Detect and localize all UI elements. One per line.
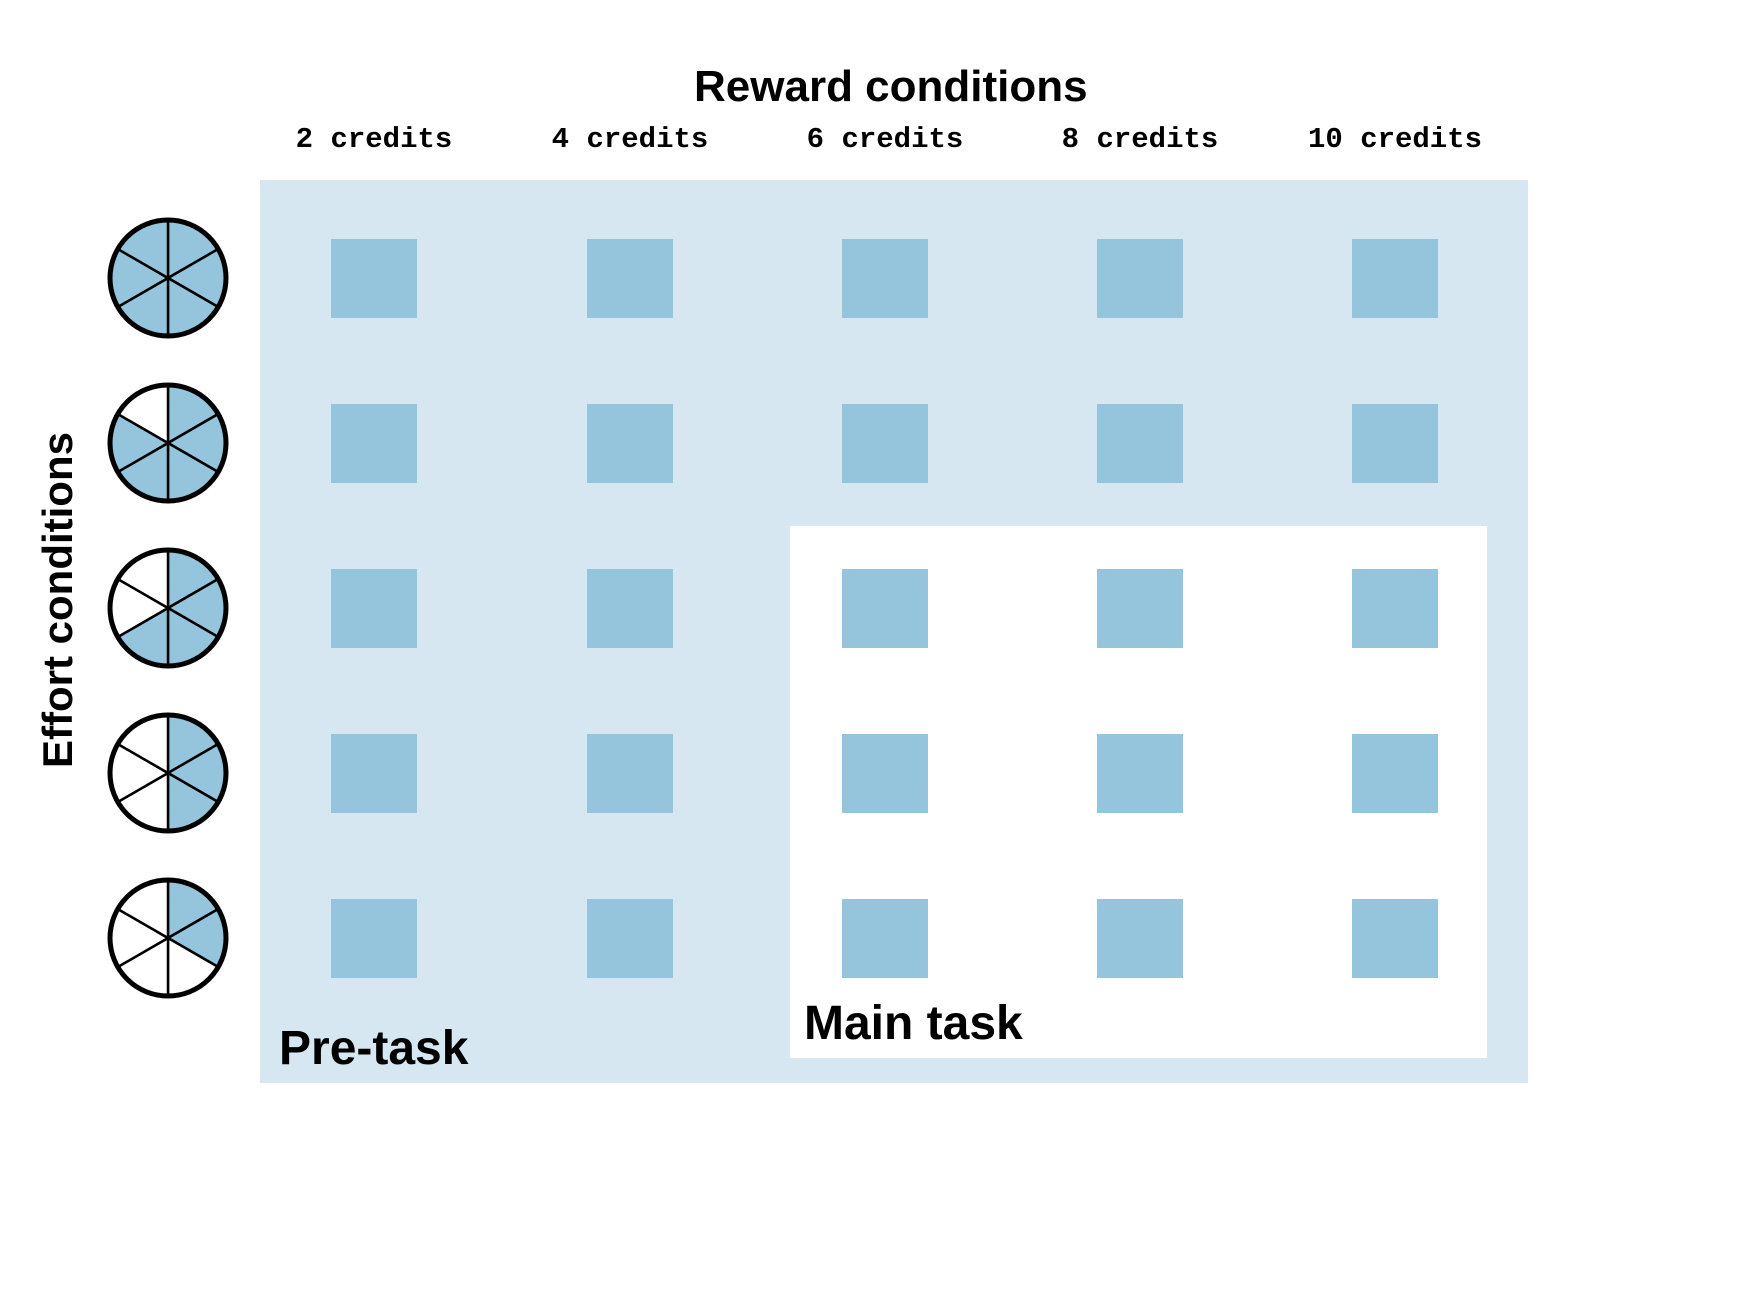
condition-cell [1097, 568, 1183, 648]
condition-cell [587, 733, 673, 813]
condition-cell [842, 733, 928, 813]
effort-level-1-icon [107, 217, 229, 339]
condition-cell [1097, 898, 1183, 978]
condition-cell [587, 898, 673, 978]
condition-cell [1097, 238, 1183, 318]
reward-label-5: 10 credits [1307, 123, 1483, 156]
condition-cell [842, 568, 928, 648]
condition-cell [331, 238, 417, 318]
condition-cell [331, 568, 417, 648]
condition-cell [1352, 568, 1438, 648]
pretask-label: Pre-task [279, 1022, 469, 1075]
condition-cell [587, 568, 673, 648]
pie-outline [107, 382, 229, 504]
condition-cell [1352, 898, 1438, 978]
pie-outline [107, 547, 229, 669]
condition-cell [842, 898, 928, 978]
condition-cell [587, 238, 673, 318]
reward-conditions-title: Reward conditions [694, 62, 1088, 111]
condition-cell [587, 403, 673, 483]
condition-cell [331, 403, 417, 483]
effort-level-4-icon [107, 712, 229, 834]
reward-label-2: 4 credits [551, 123, 709, 156]
condition-cell [331, 733, 417, 813]
condition-cell [331, 898, 417, 978]
main-task-label: Main task [804, 997, 1023, 1050]
reward-label-3: 6 credits [806, 123, 964, 156]
condition-cell [1097, 403, 1183, 483]
effort-conditions-title: Effort conditions [34, 432, 81, 768]
effort-level-2-icon [107, 382, 229, 504]
effort-level-5-icon [107, 877, 229, 999]
effort-level-3-icon [107, 547, 229, 669]
pie-outline [107, 877, 229, 999]
condition-cell [842, 403, 928, 483]
condition-cell [1097, 733, 1183, 813]
reward-label-4: 8 credits [1061, 123, 1219, 156]
pie-outline [107, 712, 229, 834]
reward-label-1: 2 credits [295, 123, 453, 156]
condition-cell [1352, 238, 1438, 318]
pie-outline [107, 217, 229, 339]
condition-cell [842, 238, 928, 318]
condition-cell [1352, 403, 1438, 483]
condition-cell [1352, 733, 1438, 813]
